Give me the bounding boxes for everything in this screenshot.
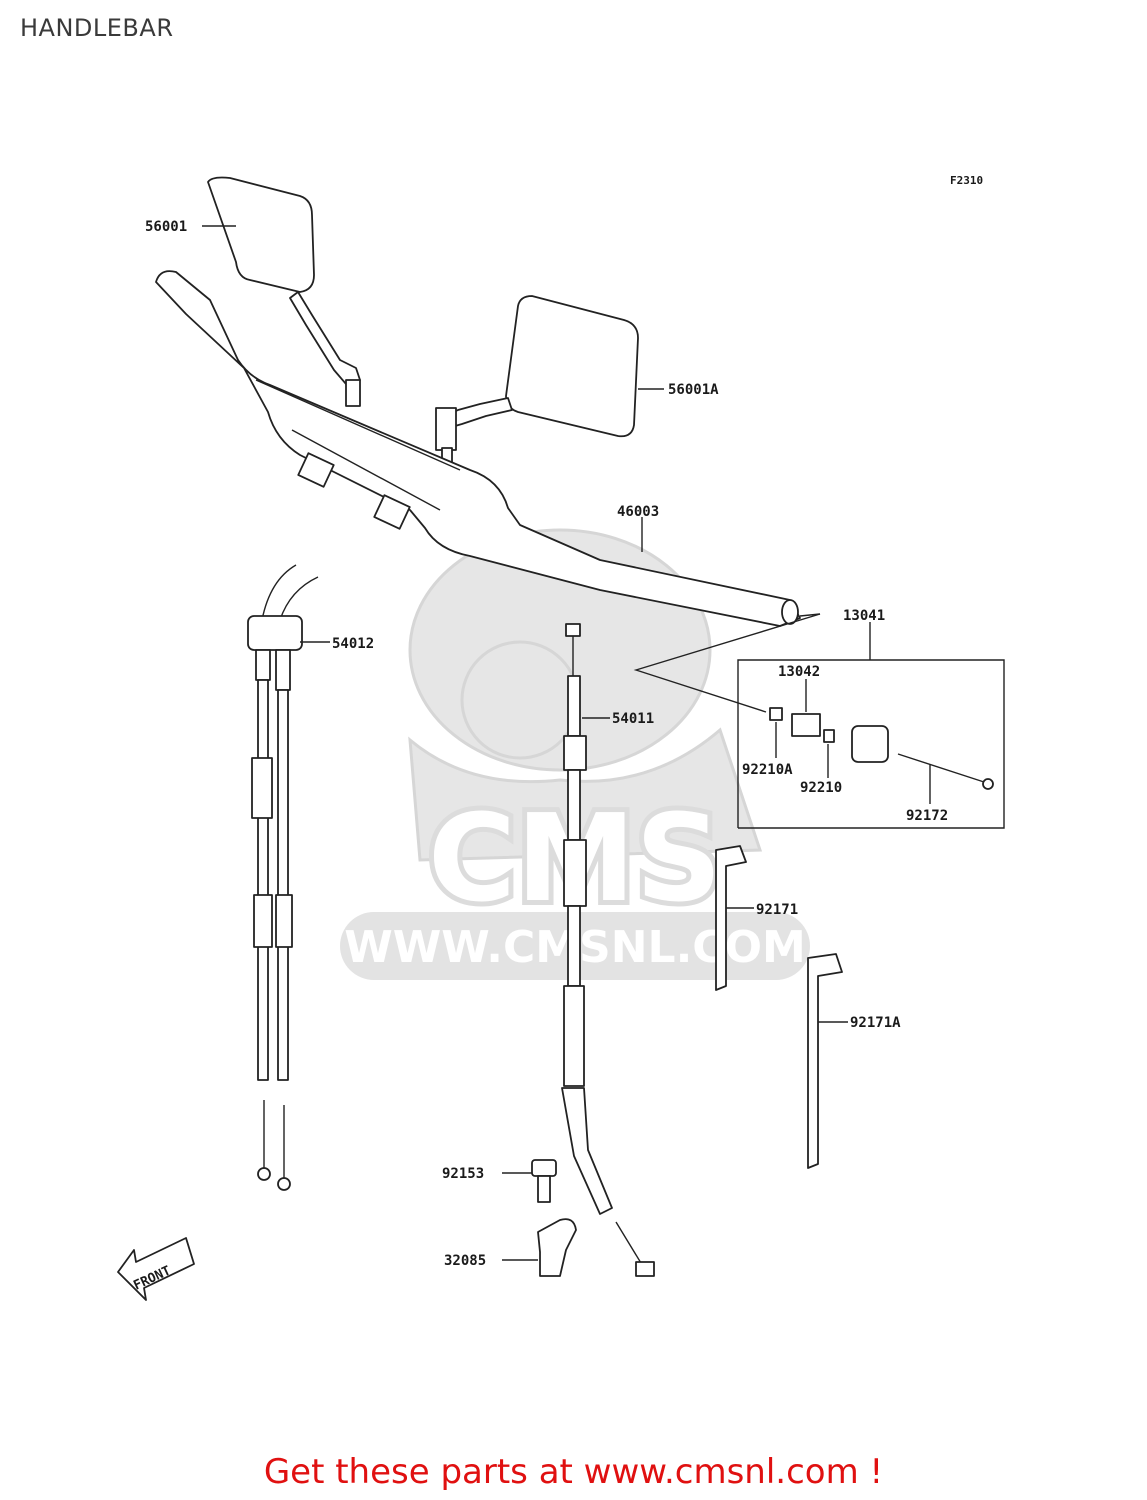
throttle-cable-line-b — [277, 689, 289, 1081]
part-label-13041: 13041 — [843, 608, 885, 624]
part-label-46003: 46003 — [617, 504, 659, 520]
collar-part — [823, 729, 835, 743]
mirror-right-mount — [435, 407, 457, 451]
part-label-13042: 13042 — [778, 664, 820, 680]
handlebar-edge-lower — [291, 429, 441, 511]
band-a-part — [807, 953, 843, 1169]
throttle-cable-adjuster-b — [275, 649, 291, 691]
throttle-cable-sleeve-a — [251, 757, 273, 819]
mirror-right-drawing — [435, 295, 639, 465]
handlebar-knurl-right — [373, 494, 411, 530]
clutch-cable-adjuster — [567, 675, 581, 737]
bolt-drawing — [531, 1159, 557, 1203]
clamp-part — [537, 1218, 577, 1277]
part-label-54012: 54012 — [332, 636, 374, 652]
page-title: HANDLEBAR — [20, 14, 174, 42]
screw-head — [982, 778, 994, 790]
clutch-cable-line-mid — [567, 905, 581, 987]
throttle-cable-sleeve-c — [275, 894, 293, 948]
part-label-32085: 32085 — [444, 1253, 486, 1269]
end-weight-part — [851, 725, 889, 763]
part-label-56001: 56001 — [145, 219, 187, 235]
front-arrow-icon — [117, 1237, 195, 1301]
leader-13041-b — [633, 613, 821, 713]
handlebar-knurl-left — [297, 452, 335, 488]
bolt-shank — [537, 1175, 551, 1203]
part-label-92153: 92153 — [442, 1166, 484, 1182]
mirror-left-stem — [289, 291, 361, 385]
clutch-cable-boot — [563, 735, 587, 771]
footer-link-text[interactable]: Get these parts at www.cmsnl.com ! — [263, 1452, 884, 1492]
throttle-cable-end-a — [257, 1167, 271, 1181]
throttle-cable-line-a — [257, 679, 269, 1081]
part-label-56001a: 56001A — [668, 382, 719, 398]
part-label-92171a: 92171A — [850, 1015, 901, 1031]
weight-part — [791, 713, 821, 737]
handlebar-edge-upper — [255, 379, 461, 471]
handlebar-drawing — [155, 270, 801, 627]
part-label-92210a: 92210A — [742, 762, 793, 778]
clutch-cable-line-upper — [567, 769, 581, 841]
clutch-cable-drawing — [561, 623, 655, 1277]
collar-a-part — [769, 707, 783, 721]
clutch-cable-lower-end — [635, 1261, 655, 1277]
mirror-left-mount — [345, 379, 361, 407]
mirror-left-drawing — [207, 176, 361, 407]
clutch-cable-line-lower — [563, 985, 585, 1087]
throttle-cable-ends — [261, 564, 319, 621]
clutch-cable-lower-wire — [615, 1221, 645, 1269]
part-label-54011: 54011 — [612, 711, 654, 727]
part-label-92210: 92210 — [800, 780, 842, 796]
throttle-cable-housing — [247, 615, 303, 651]
mirror-right-glass — [505, 295, 639, 438]
figure-code: F2310 — [950, 174, 983, 187]
throttle-cable-sleeve-b — [253, 894, 273, 948]
handlebar-tube — [155, 270, 801, 627]
part-label-92172: 92172 — [906, 808, 948, 824]
weight-parts-drawing — [769, 707, 994, 790]
screw-shaft — [897, 753, 985, 783]
front-arrow: FRONT — [117, 1237, 195, 1301]
throttle-cable-end-b — [277, 1177, 291, 1191]
watermark-face — [460, 640, 580, 760]
bolt-head — [531, 1159, 557, 1177]
clutch-cable-sleeve — [563, 839, 587, 907]
handlebar-end — [781, 599, 799, 625]
clutch-cable-top-end — [565, 623, 581, 637]
part-label-92171: 92171 — [756, 902, 798, 918]
clutch-cable-bend — [561, 1087, 613, 1215]
throttle-cable-drawing — [247, 564, 319, 1191]
band-part — [715, 845, 747, 991]
throttle-cable-adjuster-a — [255, 649, 271, 681]
weight-assy-bracket — [737, 659, 1005, 829]
mirror-left-glass — [207, 176, 315, 293]
